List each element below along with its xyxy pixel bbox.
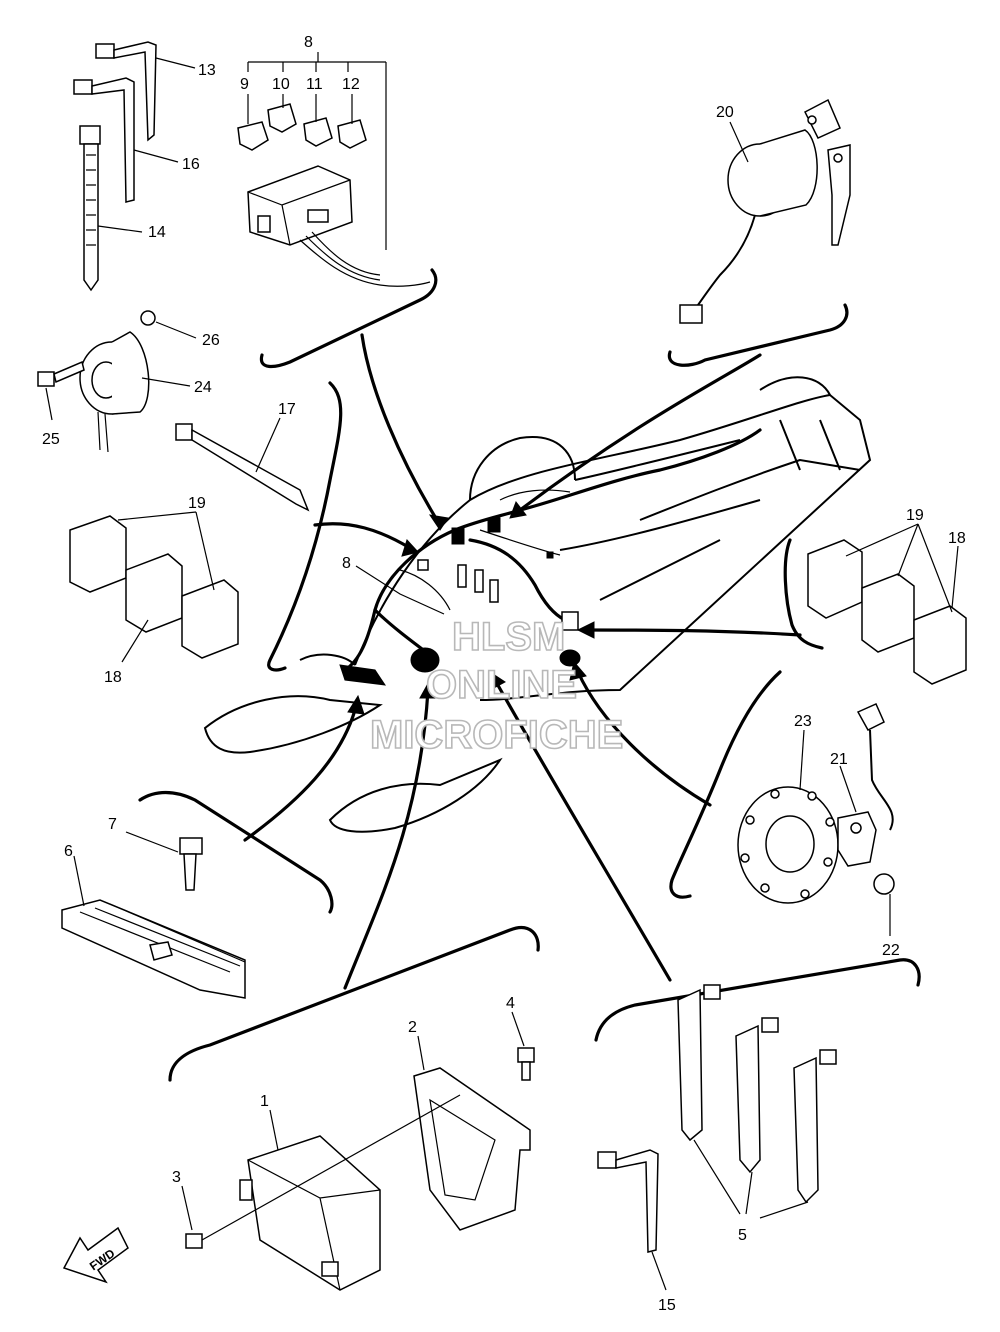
callout-23: 23 — [794, 713, 812, 730]
callout-15: 15 — [658, 1297, 676, 1314]
callout-24: 24 — [194, 379, 212, 396]
bolt-3 — [185, 1094, 461, 1249]
callout-10: 10 — [272, 76, 290, 93]
group-brackets — [138, 268, 921, 1082]
wire-harness — [339, 428, 762, 686]
bolt-4 — [517, 1047, 535, 1081]
callout-18-right: 18 — [948, 530, 966, 547]
callout-7: 7 — [108, 816, 117, 833]
callout-25: 25 — [42, 431, 60, 448]
callout-16: 16 — [182, 156, 200, 173]
callout-14: 14 — [148, 224, 166, 241]
watermark-line3: MICROFICHE — [370, 713, 623, 757]
ecu-1 — [239, 1135, 381, 1291]
callout-21: 21 — [830, 751, 848, 768]
cable-tie-17 — [175, 423, 310, 512]
callout-20: 20 — [716, 104, 734, 121]
callout-19-right: 19 — [906, 507, 924, 524]
buzzer-24 — [37, 310, 156, 453]
cable-tie-13 — [95, 41, 157, 142]
callout-22: 22 — [882, 942, 900, 959]
callout-6: 6 — [64, 843, 73, 860]
callout-3: 3 — [172, 1169, 181, 1186]
callout-11: 11 — [306, 76, 323, 93]
cable-tie-16 — [73, 77, 135, 203]
callout-4: 4 — [506, 995, 515, 1012]
watermark: HLSM ONLINE MICROFICHE — [369, 614, 624, 758]
callout-1: 1 — [260, 1093, 269, 1110]
sensor-rotor-23 — [737, 786, 839, 904]
callout-18-left: 18 — [104, 669, 122, 686]
callout-leaders — [45, 57, 959, 1291]
sensor-21 — [837, 703, 895, 895]
cable-tie-14 — [79, 125, 101, 292]
snowmobile-chassis — [203, 376, 872, 833]
ignition-coils-left — [69, 515, 239, 659]
group-leader-lines — [243, 333, 802, 990]
callout-numbers: 8 9 10 11 12 13 16 14 20 26 24 25 17 19 … — [42, 34, 966, 1314]
watermark-line1: HLSM — [452, 615, 565, 659]
callout-12: 12 — [342, 76, 360, 93]
callout-5: 5 — [738, 1227, 747, 1244]
callout-2: 2 — [408, 1019, 417, 1036]
fwd-arrow-icon: FWD — [62, 1226, 129, 1284]
watermark-line2: ONLINE — [426, 663, 577, 707]
callout-8-mid: 8 — [342, 555, 351, 572]
callout-9: 9 — [240, 76, 249, 93]
cable-tie-15 — [597, 1149, 659, 1253]
rectifier-6 — [61, 837, 246, 999]
bracket-2 — [413, 1067, 531, 1231]
fuse-box-assembly — [237, 52, 431, 287]
plug-caps-5 — [677, 984, 837, 1219]
callout-26: 26 — [202, 332, 220, 349]
callout-17: 17 — [278, 401, 296, 418]
callout-19-left: 19 — [188, 495, 206, 512]
callout-8-top: 8 — [304, 34, 313, 51]
ignition-coils-right — [807, 539, 967, 685]
main-switch-20 — [679, 98, 851, 324]
callout-13: 13 — [198, 62, 216, 79]
